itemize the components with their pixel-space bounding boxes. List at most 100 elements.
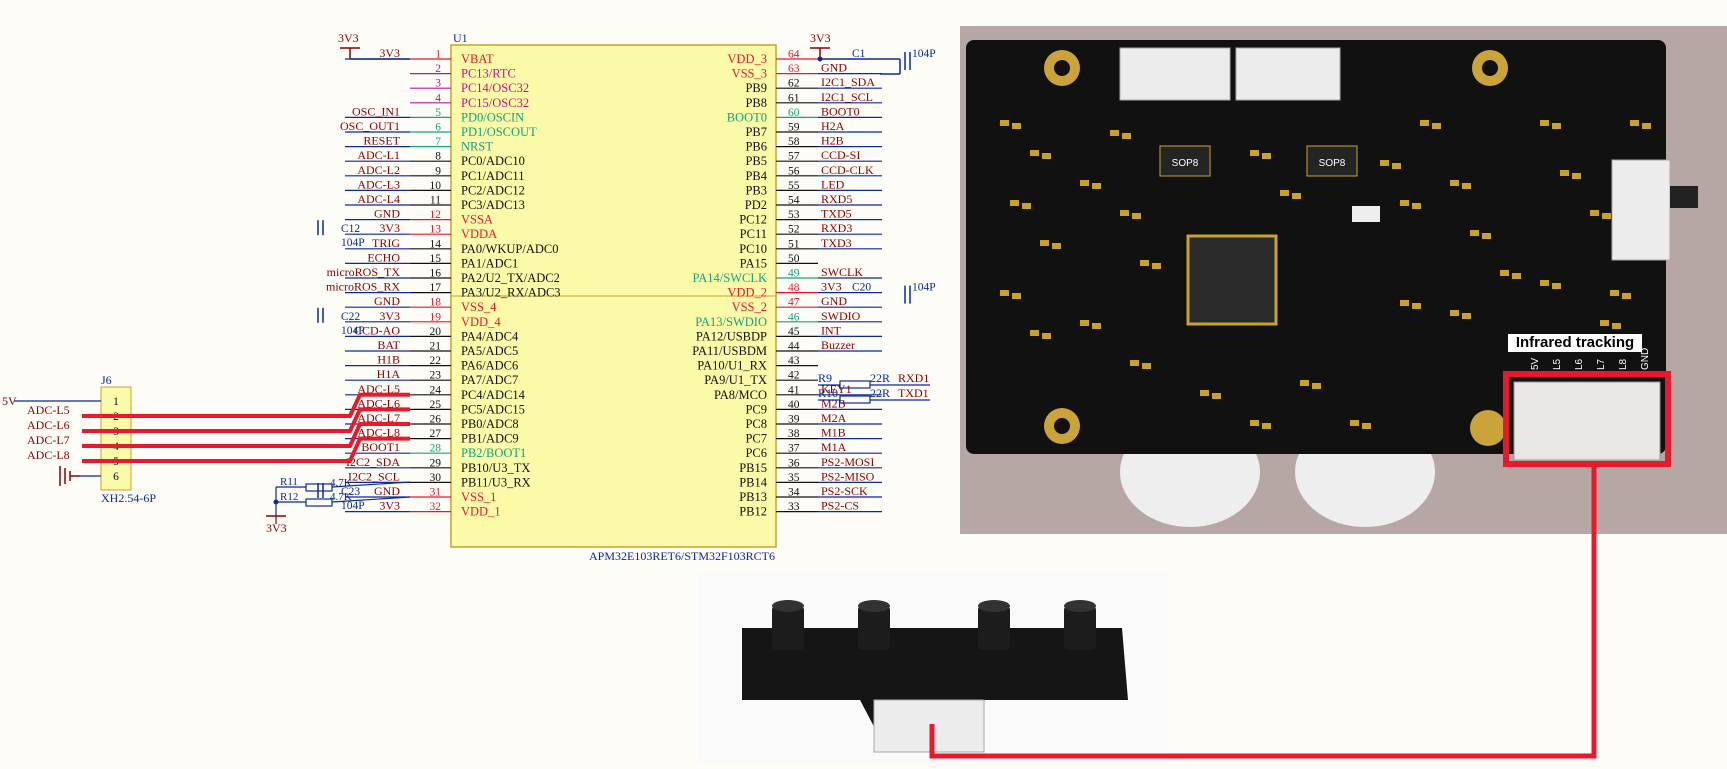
pcb-pad xyxy=(1120,210,1129,216)
net-label-61: I2C1_SCL xyxy=(821,90,873,104)
pin-name-55: PB3 xyxy=(745,183,767,197)
sensor-board xyxy=(742,628,1128,738)
net-label-22: H1B xyxy=(377,353,400,367)
j6-net-label-7: ADC-L7 xyxy=(27,433,70,447)
connector-side xyxy=(1611,159,1671,261)
pin-number-45: 45 xyxy=(788,326,800,338)
net-label-53: TXD5 xyxy=(821,207,852,221)
net-label-51: TXD3 xyxy=(821,236,852,250)
pin-number-34: 34 xyxy=(788,487,800,499)
pin-name-5: PD0/OSCIN xyxy=(461,110,524,124)
pin-name-11: PC3/ADC13 xyxy=(461,198,525,212)
r11-value: 4.7K xyxy=(330,477,352,489)
net-label-48: 3V3 xyxy=(821,280,842,294)
pcb-pad xyxy=(1630,120,1639,126)
pcb-pad xyxy=(1140,260,1149,266)
pin-name-57: PB5 xyxy=(745,154,767,168)
net-txd1: TXD1 xyxy=(898,386,929,400)
pin-number-26: 26 xyxy=(430,414,442,426)
cap-ref-C23: C23 xyxy=(341,486,360,498)
sop8-chip-2 xyxy=(1306,145,1358,177)
pin-number-64: 64 xyxy=(788,49,800,61)
pcb-pad xyxy=(1512,273,1521,279)
pcb-pad xyxy=(1600,320,1609,326)
net-label-38: M1B xyxy=(821,426,846,440)
net-label-54: RXD5 xyxy=(821,192,852,206)
pin-name-26: PB0/ADC8 xyxy=(461,417,519,431)
pin-name-7: NRST xyxy=(461,140,493,154)
pin-number-62: 62 xyxy=(788,78,800,90)
pin-name-61: PB8 xyxy=(745,96,767,110)
potentiometer-top-3 xyxy=(978,600,1010,612)
j6-ref: J6 xyxy=(101,373,112,387)
pcb-pad xyxy=(1350,420,1359,426)
pcb-pad xyxy=(1250,420,1259,426)
pin-number-47: 47 xyxy=(788,297,800,309)
pin-number-54: 54 xyxy=(788,195,800,207)
pin-number-27: 27 xyxy=(430,428,442,440)
pin-name-14: PA0/WKUP/ADC0 xyxy=(461,242,558,256)
net-label-33: PS2-CS xyxy=(821,499,859,513)
header-pin-label-1: L5 xyxy=(1552,358,1563,370)
red-highlight-traces xyxy=(82,392,410,463)
pin-name-24: PC4/ADC14 xyxy=(461,388,526,402)
pcb-pad xyxy=(1110,130,1119,136)
pcb-pad xyxy=(1250,150,1259,156)
pin-number-51: 51 xyxy=(788,238,800,250)
pin-name-56: PB4 xyxy=(745,169,767,183)
pin-number-58: 58 xyxy=(788,136,800,148)
pin-number-49: 49 xyxy=(788,268,800,280)
pin-number-11: 11 xyxy=(430,195,441,207)
pin-name-29: PB10/U3_TX xyxy=(461,461,530,475)
pin-number-35: 35 xyxy=(788,472,800,484)
pcb-pad xyxy=(1080,180,1089,186)
net-label-11: ADC-L4 xyxy=(357,192,400,206)
pin-name-8: PC0/ADC10 xyxy=(461,154,525,168)
pin-name-58: PB6 xyxy=(745,140,767,154)
net-label-29: I2C2_SDA xyxy=(346,455,400,469)
pcb-pad xyxy=(1280,190,1289,196)
header-highlight-box xyxy=(1503,371,1671,467)
pcb-pad xyxy=(1560,170,1569,176)
pin-number-55: 55 xyxy=(788,180,800,192)
pin-number-38: 38 xyxy=(788,428,800,440)
pcb-pad xyxy=(1042,333,1051,339)
i2c-pullups: R11 R12 4.7K 4.7K 3V3 xyxy=(266,476,411,535)
pcb-pad xyxy=(1022,203,1031,209)
net-label-56: CCD-CLK xyxy=(821,163,874,177)
pin-name-43: PA10/U1_RX xyxy=(697,359,767,373)
pcb-pad xyxy=(1030,150,1039,156)
net-label-55: LED xyxy=(821,177,845,191)
sop8-chip-1 xyxy=(1159,145,1211,177)
net-label-32: 3V3 xyxy=(379,499,400,513)
pin-name-4: PC15/OSC32 xyxy=(461,96,529,110)
pin-name-51: PC10 xyxy=(739,242,767,256)
pin-name-46: PA13/SWDIO xyxy=(695,315,767,329)
ldo-chip xyxy=(1352,206,1380,222)
pin-number-17: 17 xyxy=(430,282,442,294)
pin-name-38: PC7 xyxy=(745,432,767,446)
pin-number-56: 56 xyxy=(788,165,800,177)
header-pin-label-5: GND xyxy=(1640,348,1651,370)
cap-value-C22: 104P xyxy=(341,325,365,337)
pcb-pad xyxy=(1292,193,1301,199)
pin-name-25: PC5/ADC15 xyxy=(461,402,525,416)
potentiometer-top-1 xyxy=(772,600,804,612)
pin-number-37: 37 xyxy=(788,443,800,455)
pin-number-16: 16 xyxy=(430,268,442,280)
infrared-tracking-label: Infrared tracking xyxy=(1516,334,1634,351)
pin-number-46: 46 xyxy=(788,311,800,323)
pcb-pad xyxy=(1130,360,1139,366)
pin-number-44: 44 xyxy=(788,341,800,353)
pcb-pad xyxy=(1262,423,1271,429)
potentiometer-knob-1 xyxy=(772,606,804,650)
pcb-pad xyxy=(1462,313,1471,319)
pcb-pad xyxy=(1042,153,1051,159)
net-label-20: CCD-AO xyxy=(354,323,400,337)
net-label-46: SWDIO xyxy=(821,309,861,323)
pin-number-60: 60 xyxy=(788,107,800,119)
tracking-header xyxy=(1513,381,1661,461)
r12-value: 4.7K xyxy=(330,491,352,503)
